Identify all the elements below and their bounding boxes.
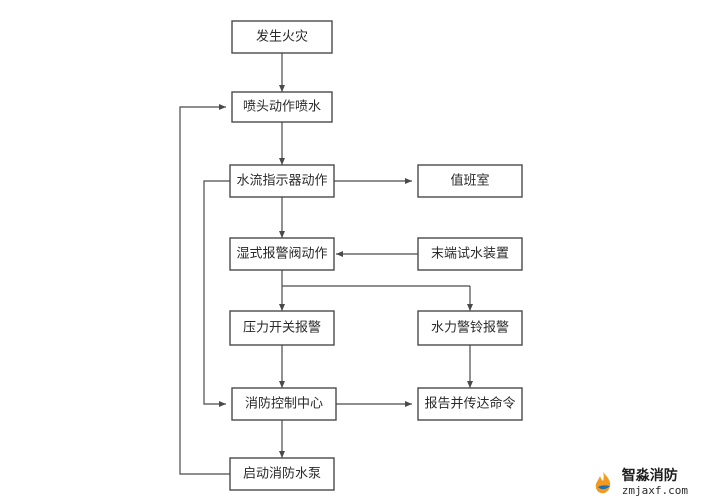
node-report-command: 报告并传达命令: [417, 387, 523, 421]
flame-logo-icon: [595, 471, 610, 493]
watermark: 智淼消防 zmjaxf.com: [590, 469, 688, 496]
node-pump: 启动消防水泵: [229, 457, 335, 491]
connectors: [179, 53, 473, 475]
node-sprinkler-label: 喷头动作喷水: [243, 100, 321, 115]
node-test-device-label: 末端试水装置: [431, 247, 509, 262]
node-fire-center: 消防控制中心: [231, 387, 337, 421]
nodes: 发生火灾 喷头动作喷水 水流指示器动作 值班室 湿式报警阀动作 末端试水装置 压…: [229, 20, 523, 491]
node-control-room-label: 值班室: [450, 173, 489, 189]
arrow-flow-indicator-to-fire-center: [203, 180, 230, 407]
node-fire-label: 发生火灾: [256, 29, 308, 45]
node-fire: 发生火灾: [231, 20, 333, 54]
arrow-pump-to-sprinkler: [179, 104, 230, 475]
node-hydraulic-bell-label: 水力警铃报警: [431, 320, 509, 336]
node-alarm-valve: 湿式报警阀动作: [229, 237, 335, 271]
watermark-url: zmjaxf.com: [621, 484, 688, 497]
node-alarm-valve-label: 湿式报警阀动作: [236, 246, 327, 262]
node-control-room: 值班室: [417, 164, 523, 198]
node-report-command-label: 报告并传达命令: [424, 396, 515, 412]
node-test-device: 末端试水装置: [417, 237, 523, 271]
node-flow-indicator: 水流指示器动作: [229, 164, 335, 198]
node-fire-center-label: 消防控制中心: [245, 396, 323, 412]
node-hydraulic-bell: 水力警铃报警: [417, 310, 523, 346]
node-flow-indicator-label: 水流指示器动作: [236, 174, 327, 189]
node-pressure-switch: 压力开关报警: [229, 310, 335, 346]
node-pump-label: 启动消防水泵: [243, 466, 321, 482]
node-pressure-switch-label: 压力开关报警: [243, 320, 321, 336]
watermark-name: 智淼消防: [621, 468, 678, 484]
node-sprinkler: 喷头动作喷水: [231, 91, 333, 123]
